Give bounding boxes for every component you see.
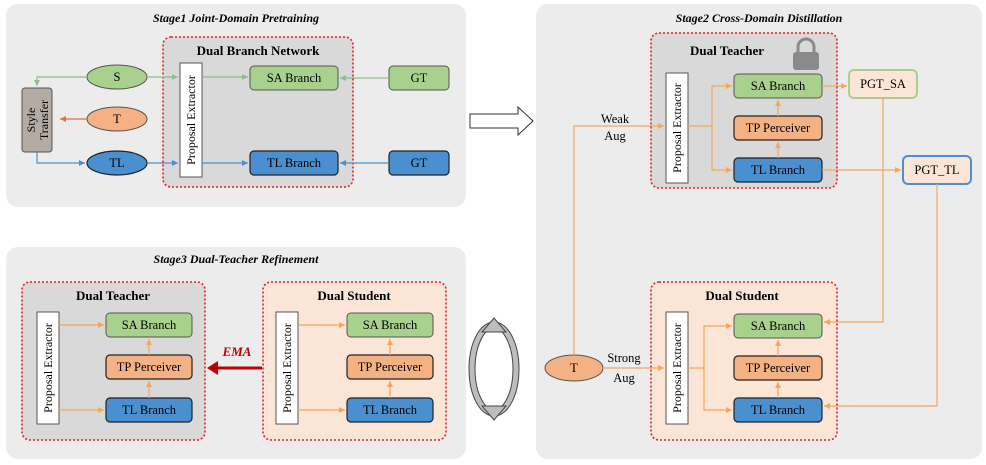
stage3-title: Stage3 Dual-Teacher Refinement bbox=[154, 252, 320, 266]
stage2-teacher-proposal bbox=[665, 72, 689, 184]
stage1-sa-branch-label: SA Branch bbox=[267, 71, 322, 85]
stage1-gt-bottom-label: GT bbox=[411, 156, 428, 170]
stage1-to-stage2-arrow bbox=[469, 105, 534, 137]
stage3-student-tl-label: TL Branch bbox=[363, 403, 418, 417]
stage2-teacher-box bbox=[650, 32, 838, 189]
stage1-gt-top-label: GT bbox=[411, 71, 428, 85]
stage1-proposal-extractor bbox=[179, 62, 203, 178]
stage3-teacher-proposal-label: Proposal Extractor bbox=[41, 323, 55, 413]
stage2-student-prop-sa bbox=[688, 323, 732, 369]
weak-aug-arrow bbox=[573, 123, 664, 355]
stage2-teacher-proposal-label: Proposal Extractor bbox=[670, 83, 684, 173]
stage3-teacher-sa-label: SA Branch bbox=[122, 318, 177, 332]
stage2-teacher-prop-tl bbox=[711, 126, 732, 173]
stage3-teacher-title: Dual Teacher bbox=[76, 288, 150, 303]
stage3-student-title: Dual Student bbox=[317, 288, 391, 303]
style-to-tl-arrow bbox=[36, 152, 85, 166]
ema-arrowhead bbox=[207, 361, 218, 375]
weak-aug-line2: Aug bbox=[604, 129, 626, 143]
stage3-student-sa-label: SA Branch bbox=[363, 318, 418, 332]
stage3-teacher-tl-label: TL Branch bbox=[122, 403, 177, 417]
pgt-sa-to-student-sa bbox=[824, 98, 884, 325]
stage2-student-prop-tl bbox=[703, 368, 732, 413]
stage2-teacher-tl-label: TL Branch bbox=[751, 163, 806, 177]
stage1-title: Stage1 Joint-Domain Pretraining bbox=[153, 11, 319, 25]
stage1-tl-label: TL bbox=[109, 156, 124, 170]
stage2-panel bbox=[536, 4, 982, 459]
stage3-student-proposal bbox=[275, 311, 299, 425]
weak-aug-line1: Weak bbox=[601, 112, 630, 126]
stage1-tl-branch bbox=[249, 150, 339, 176]
stage2-student-sa-label: SA Branch bbox=[751, 319, 806, 333]
stage3-teacher-tp-label: TP Perceiver bbox=[117, 360, 182, 374]
pgt-tl-to-student-tl bbox=[824, 184, 938, 409]
stage3-student-tp-label: TP Perceiver bbox=[358, 360, 423, 374]
dual-branch-network-title: Dual Branch Network bbox=[197, 43, 321, 58]
strong-aug-line1: Strong bbox=[607, 351, 641, 365]
stage2-teacher-tp-label: TP Perceiver bbox=[746, 121, 811, 135]
s-to-style-arrow bbox=[34, 76, 87, 86]
stage3-teacher-proposal bbox=[36, 311, 60, 425]
stage2-teacher-sa-label: SA Branch bbox=[751, 79, 806, 93]
style-transfer-line1: Style bbox=[24, 108, 38, 133]
stage1-sa-branch bbox=[249, 65, 339, 91]
ema-label: EMA bbox=[222, 344, 252, 359]
pgt-tl-label: PGT_TL bbox=[914, 163, 959, 177]
stage3-teacher-sa bbox=[105, 312, 193, 338]
stage2-t-label: T bbox=[570, 361, 578, 375]
stage2-teacher-title: Dual Teacher bbox=[690, 43, 764, 58]
lock-icon bbox=[793, 37, 819, 70]
stage2-student-sa bbox=[733, 313, 823, 339]
stage1-s-label: S bbox=[114, 70, 121, 84]
stage2-student-tl-label: TL Branch bbox=[751, 403, 806, 417]
pgt-sa-label: PGT_SA bbox=[860, 77, 906, 91]
stage2-title: Stage2 Cross-Domain Distillation bbox=[676, 11, 843, 25]
stage1-t-label: T bbox=[113, 112, 121, 126]
stage2-teacher-prop-sa bbox=[688, 83, 732, 127]
stage2-student-title: Dual Student bbox=[705, 288, 779, 303]
stage2-student-proposal-label: Proposal Extractor bbox=[670, 323, 684, 413]
stage2-student-tp-label: TP Perceiver bbox=[746, 361, 811, 375]
stage3-student-proposal-label: Proposal Extractor bbox=[280, 323, 294, 413]
style-transfer-line2: Transfer bbox=[37, 100, 51, 140]
strong-aug-line2: Aug bbox=[613, 371, 635, 385]
stage1-proposal-label: Proposal Extractor bbox=[184, 75, 198, 165]
stage3-student-sa bbox=[346, 312, 434, 338]
cycle-icon bbox=[468, 317, 520, 421]
stage1-tl-branch-label: TL Branch bbox=[267, 156, 322, 170]
